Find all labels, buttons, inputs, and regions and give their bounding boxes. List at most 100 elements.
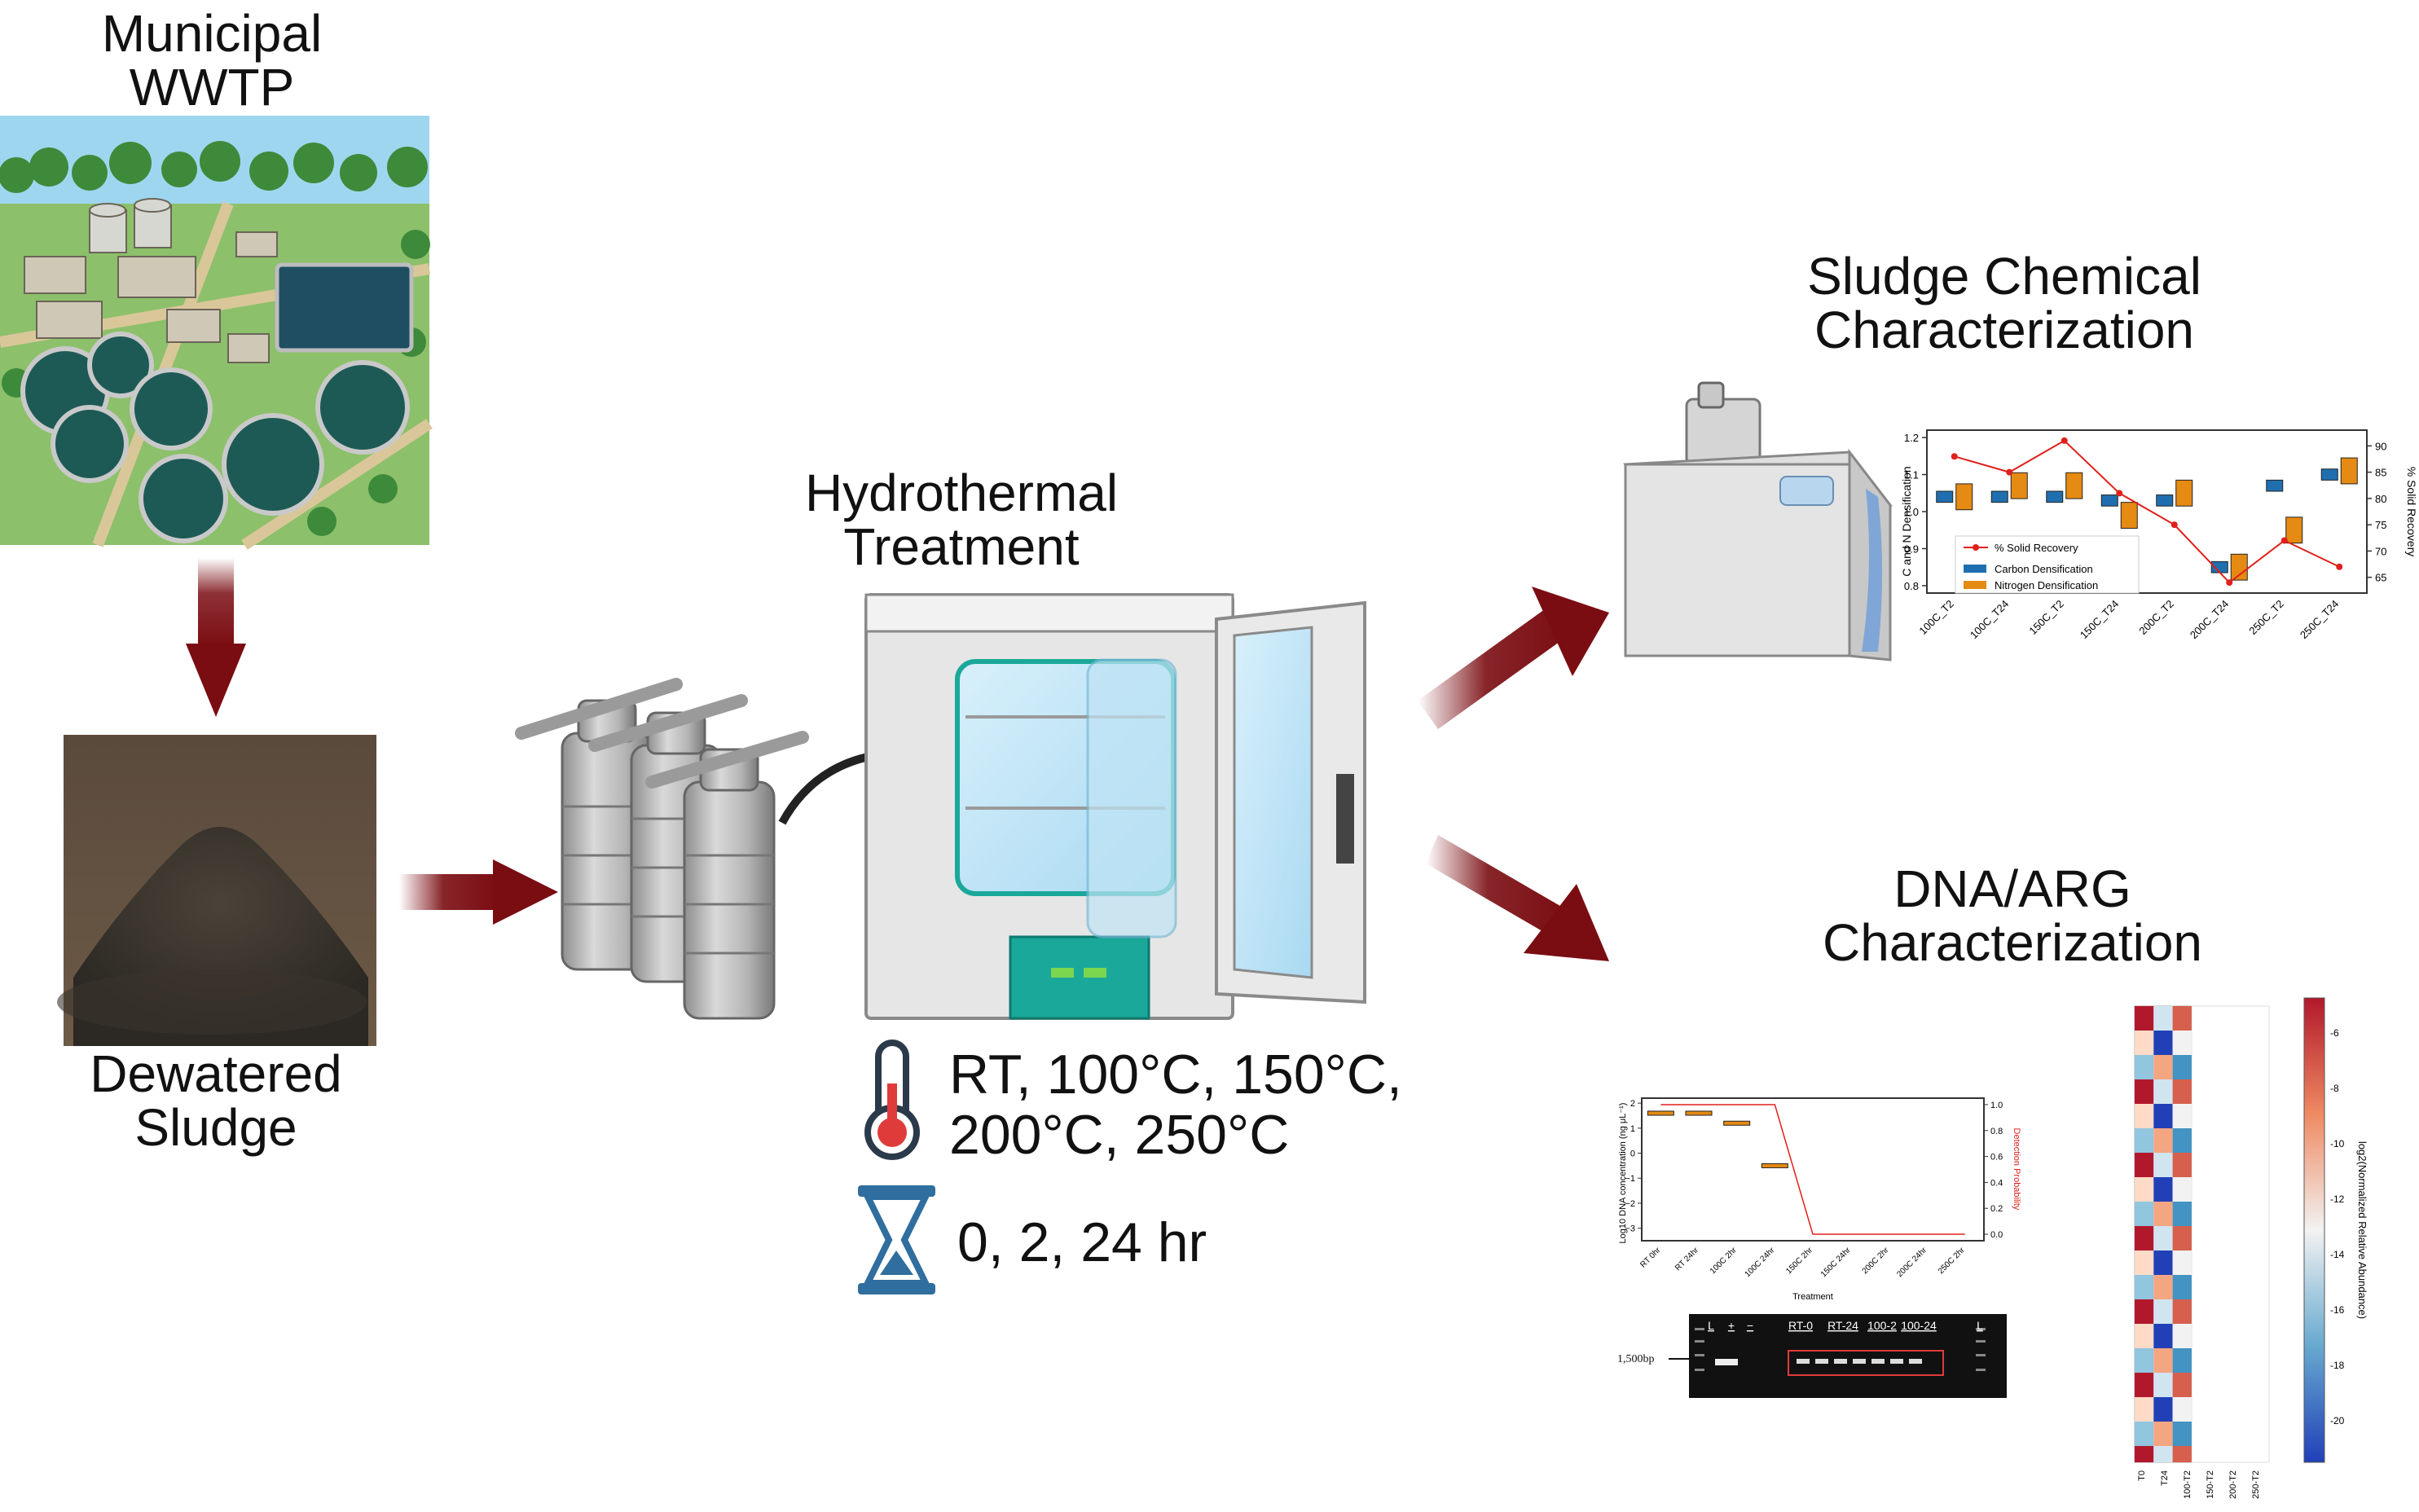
heatmap-column-label: 200-T2 xyxy=(2228,1470,2238,1499)
heatmap-cell xyxy=(2135,1405,2154,1413)
heatmap-cell xyxy=(2172,1218,2192,1226)
heatmap-cell xyxy=(2153,1071,2173,1079)
chart1-carbon-box xyxy=(1936,490,1954,503)
heatmap-cell xyxy=(2135,1112,2154,1120)
heatmap-cell xyxy=(2172,1389,2192,1397)
heatmap-cell xyxy=(2172,1422,2192,1430)
heatmap-cell xyxy=(2153,1014,2173,1022)
heatmap-cell xyxy=(2172,1079,2192,1088)
arrow-to-reactors xyxy=(399,859,558,925)
heatmap-cell xyxy=(2153,1348,2173,1356)
heatmap-cell xyxy=(2172,1055,2192,1063)
heatmap-cell xyxy=(2172,1283,2192,1291)
heatmap-cell xyxy=(2135,1031,2154,1039)
heatmap-cell xyxy=(2172,1446,2192,1454)
chart2-dna-box xyxy=(1761,1163,1788,1168)
heatmap-cell xyxy=(2153,1022,2173,1031)
wwtp-title-line2: WWTP xyxy=(129,58,295,116)
sludge-title-line1: Dewatered xyxy=(90,1044,342,1103)
heatmap-cell xyxy=(2135,1218,2154,1226)
chart1-carbon-box xyxy=(1990,490,2008,503)
heatmap-cell xyxy=(2153,1234,2173,1242)
heatmap-cell xyxy=(2135,1389,2154,1397)
heatmap-cell xyxy=(2153,1210,2173,1218)
heatmap-cell xyxy=(2172,1373,2192,1381)
chart1-ytick-label: 0.9 xyxy=(1904,543,1919,555)
chart1-xtick-label: 150C_T2 xyxy=(2026,598,2065,637)
heatmap-cell xyxy=(2135,1373,2154,1381)
heatmap-cell xyxy=(2153,1136,2173,1145)
heatmap-cell xyxy=(2153,1259,2173,1267)
heatmap-cell xyxy=(2172,1153,2192,1161)
heatmap-cell xyxy=(2153,1031,2173,1039)
heatmap-colorbar-tick: -10 xyxy=(2330,1138,2345,1149)
chart2-detection-line xyxy=(1660,1104,1965,1235)
chart1-legend-nitrogen: Nitrogen Densification xyxy=(1995,579,2098,591)
heatmap-colorbar-label: log2(Normalized Relative Abundance) xyxy=(2356,1141,2368,1319)
heatmap-cell xyxy=(2153,1397,2173,1405)
chart2-y2tick-label: 1.0 xyxy=(1990,1101,2003,1110)
heatmap-cell xyxy=(2172,1340,2192,1348)
heatmap-cell xyxy=(2153,1096,2173,1104)
chart2-dna-box xyxy=(1723,1120,1751,1126)
temps-line1: RT, 100°C, 150°C, xyxy=(949,1044,1402,1105)
chart1-nitrogen-box xyxy=(2175,479,2193,507)
heatmap-cell xyxy=(2153,1047,2173,1055)
chart2-xtick-label: 250C 2hr xyxy=(1937,1246,1967,1276)
heatmap-column-label: 150-T2 xyxy=(2206,1470,2215,1499)
heatmap-cell xyxy=(2153,1161,2173,1169)
heatmap-cell xyxy=(2172,1096,2192,1104)
heatmap-cell xyxy=(2153,1267,2173,1275)
heatmap-cell xyxy=(2153,1120,2173,1128)
chart1-y2tick-label: 85 xyxy=(2375,467,2386,479)
heatmap-cell xyxy=(2135,1226,2154,1234)
chart1-xtick-label: 100C_T2 xyxy=(1916,598,1955,637)
heatmap-colorbar-tick: -14 xyxy=(2330,1249,2345,1260)
arrow-to-dna xyxy=(1426,835,1609,961)
heatmap-cell xyxy=(2172,1299,2192,1308)
heatmap-cell xyxy=(2153,1340,2173,1348)
chart2-xlabel: Treatment xyxy=(1792,1292,1833,1302)
heatmap-cell xyxy=(2172,1169,2192,1177)
heatmap-cell xyxy=(2172,1291,2192,1299)
heatmap-cell xyxy=(2135,1316,2154,1324)
chart1-recovery-point xyxy=(2171,521,2178,529)
heatmap-cell xyxy=(2172,1332,2192,1340)
heatmap-cell xyxy=(2153,1365,2173,1373)
chart2-xtick-label: 150C 2hr xyxy=(1784,1246,1814,1276)
heatmap-cell xyxy=(2135,1397,2154,1405)
heatmap-cell xyxy=(2172,1177,2192,1185)
dna-title-line1: DNA/ARG xyxy=(1893,859,2131,918)
heatmap-cell xyxy=(2153,1250,2173,1259)
chart1-recovery-line xyxy=(1954,439,2340,584)
sludge-title: Dewatered Sludge xyxy=(33,1047,399,1154)
heatmap-cell xyxy=(2153,1055,2173,1063)
heatmap-cell xyxy=(2172,1438,2192,1446)
chart2-ytick-label: 0 xyxy=(1630,1149,1635,1159)
gel-lane-label: 100-2 xyxy=(1867,1319,1897,1332)
heatmap-cell xyxy=(2135,1259,2154,1267)
chem-title-line2: Characterization xyxy=(1814,301,2194,359)
time-conditions: 0, 2, 24 hr xyxy=(957,1212,1300,1272)
heatmap-cell xyxy=(2153,1356,2173,1365)
chart2-dna-box xyxy=(1685,1110,1713,1116)
chart1-recovery-point xyxy=(1951,453,1958,460)
heatmap-cell xyxy=(2153,1177,2173,1185)
chart1-nitrogen-box xyxy=(2065,472,2083,499)
heatmap-cell xyxy=(2153,1381,2173,1389)
chart2-y2label: Detection Probability xyxy=(2012,1128,2021,1211)
heatmap-cell xyxy=(2135,1120,2154,1128)
gel-lane-label: 100-24 xyxy=(1901,1319,1937,1332)
heatmap-cell xyxy=(2172,1226,2192,1234)
heatmap-column-label: T24 xyxy=(2160,1470,2170,1486)
heatmap-cell xyxy=(2135,1365,2154,1373)
heatmap-colorbar-tick: -6 xyxy=(2330,1027,2339,1039)
heatmap-cell xyxy=(2135,1430,2154,1438)
heatmap-cell xyxy=(2153,1446,2173,1454)
wwtp-title: Municipal WWTP xyxy=(33,7,391,114)
temps-line2: 200°C, 250°C xyxy=(949,1104,1290,1166)
chart2-xtick-label: 100C 24hr xyxy=(1744,1246,1777,1279)
chart2-y2tick-label: 0.2 xyxy=(1990,1204,2003,1214)
chart1-nitrogen-box xyxy=(2285,516,2303,544)
